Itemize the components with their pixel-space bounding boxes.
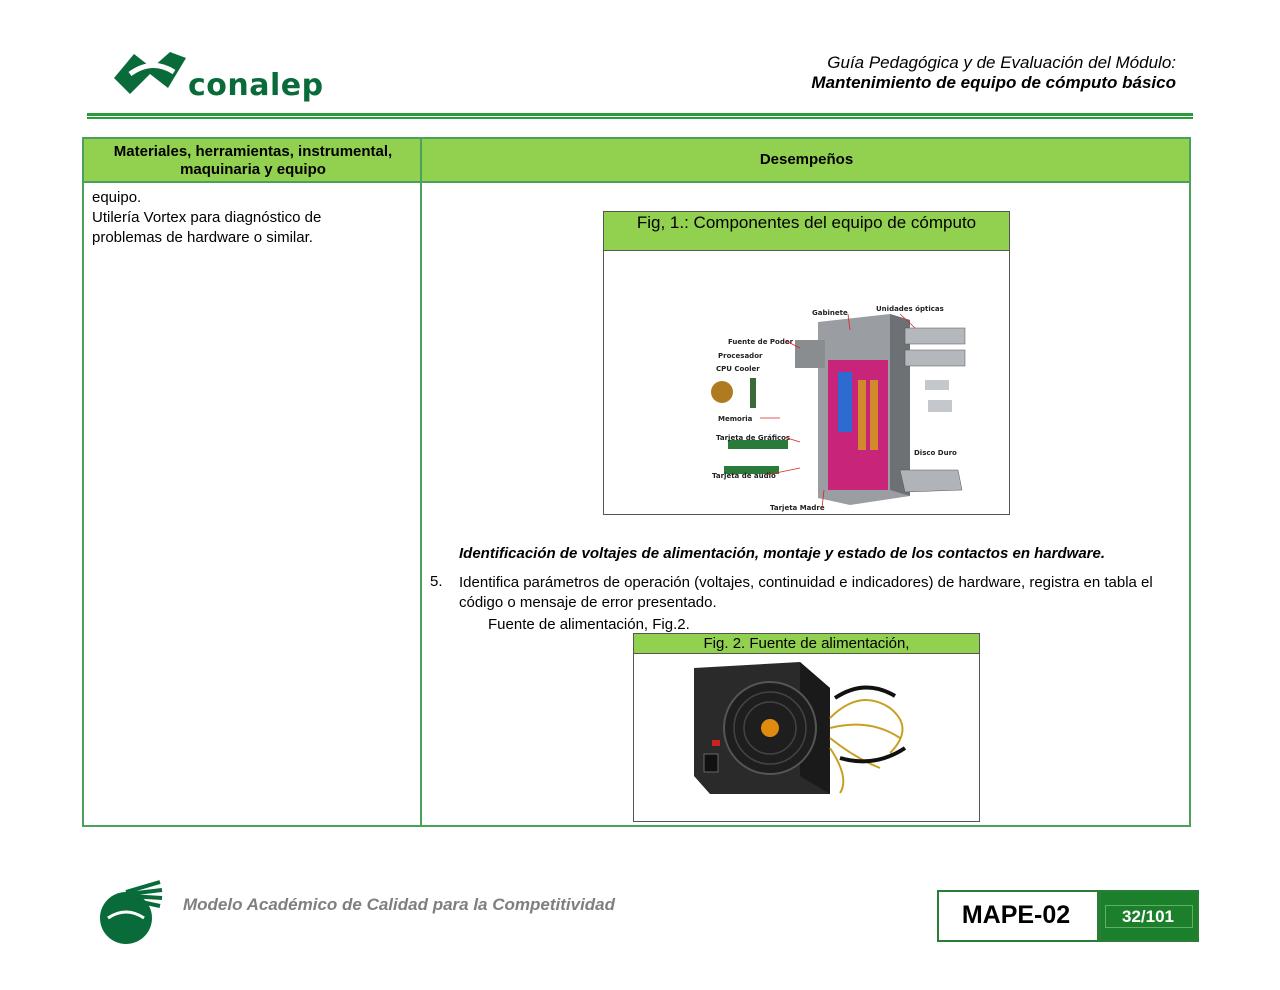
conalep-logo: conalep bbox=[112, 48, 323, 108]
header-title-line2: Mantenimiento de equipo de cómputo básic… bbox=[811, 73, 1176, 92]
label-cooler: CPU Cooler bbox=[716, 365, 760, 373]
label-procesador: Procesador bbox=[718, 352, 763, 360]
materials-line: equipo. bbox=[92, 189, 142, 206]
computer-components-image: Gabinete Unidades ópticas Fuente de Pode… bbox=[711, 305, 966, 512]
document-code-box bbox=[937, 890, 1099, 942]
label-memoria: Memoria bbox=[718, 415, 753, 423]
logo-text: conalep bbox=[188, 68, 324, 103]
materials-cell: equipo. Utilería Vortex para diagnóstico… bbox=[92, 188, 412, 248]
materials-line: problemas de hardware o similar. bbox=[92, 229, 313, 246]
header-rule bbox=[87, 113, 1193, 116]
materials-line: Utilería Vortex para diagnóstico de bbox=[92, 209, 322, 226]
column-divider bbox=[420, 137, 422, 827]
label-disco: Disco Duro bbox=[914, 449, 957, 457]
column-header-materials: Materiales, herramientas, instrumental, … bbox=[113, 143, 393, 178]
power-supply-image bbox=[694, 662, 907, 794]
item-number: 5. bbox=[430, 573, 443, 590]
section-heading: Identificación de voltajes de alimentaci… bbox=[459, 545, 1106, 562]
page-number-inner bbox=[1105, 905, 1193, 928]
item-text: Identifica parámetros de operación (volt… bbox=[459, 574, 1153, 611]
figure-2-caption: Fig. 2. Fuente de alimentación, bbox=[634, 634, 979, 654]
conalep-logo-mark bbox=[114, 52, 186, 94]
table-header-divider bbox=[84, 181, 1189, 183]
header-title-line1: Guía Pedagógica y de Evaluación del Módu… bbox=[827, 53, 1176, 72]
modelo-academico-logo bbox=[100, 880, 163, 944]
table-header-row bbox=[84, 139, 1189, 181]
page-number-box bbox=[1099, 890, 1199, 942]
page-number: 32/101 bbox=[1122, 907, 1174, 926]
header-rule-secondary bbox=[87, 117, 1193, 119]
label-audio: Tarjeta de audio bbox=[712, 472, 776, 480]
figure-1-caption: Fig, 1.: Componentes del equipo de cómpu… bbox=[604, 212, 1009, 251]
label-graficos: Tarjeta de Gráficos bbox=[716, 434, 790, 442]
label-fuente: Fuente de Poder bbox=[728, 338, 794, 346]
document-code: MAPE-02 bbox=[961, 901, 1071, 929]
label-unidades: Unidades ópticas bbox=[876, 305, 944, 313]
content-table bbox=[82, 137, 1191, 827]
column-header-performances: Desempeños bbox=[759, 151, 854, 168]
label-gabinete: Gabinete bbox=[812, 309, 848, 317]
footer-slogan: Modelo Académico de Calidad para la Comp… bbox=[183, 895, 616, 914]
label-madre: Tarjeta Madre bbox=[770, 504, 825, 512]
sub-text: Fuente de alimentación, Fig.2. bbox=[488, 616, 690, 633]
